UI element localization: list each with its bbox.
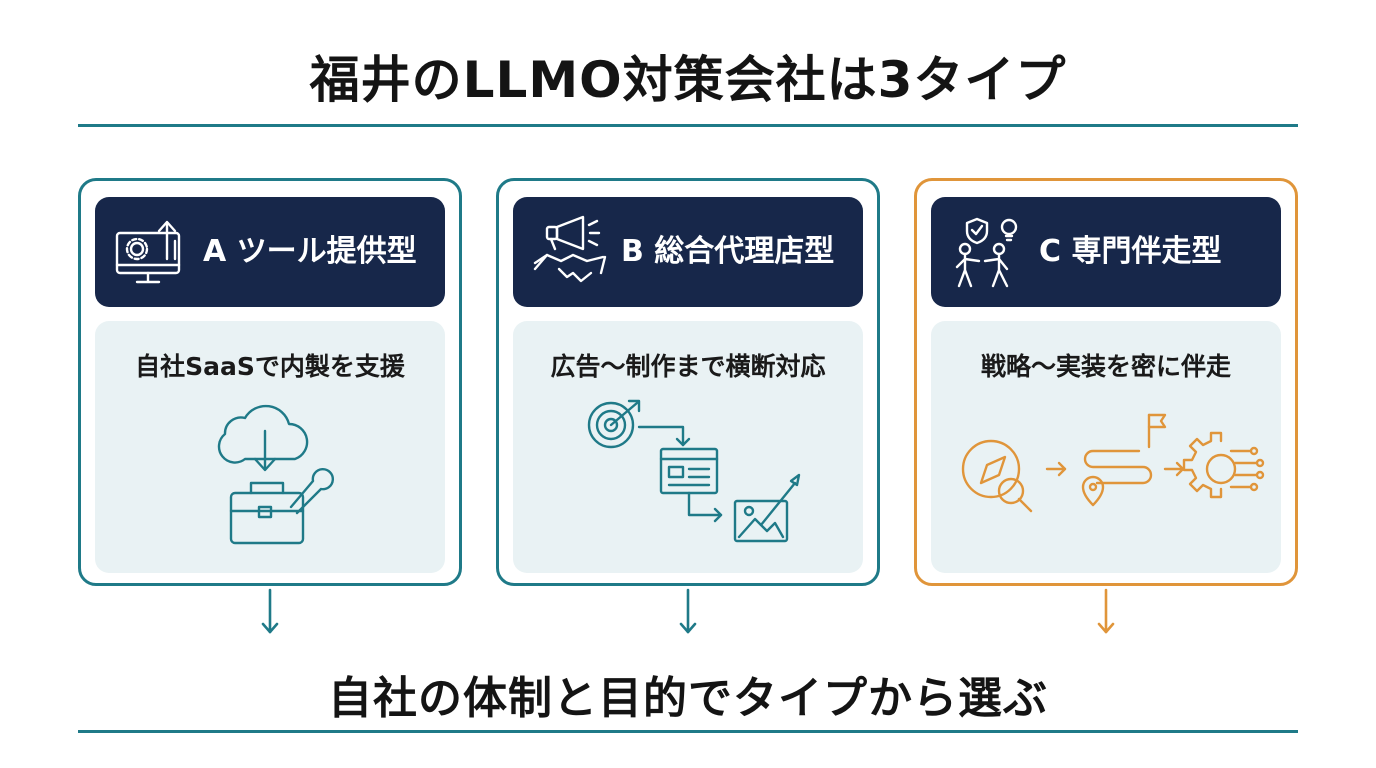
- cloud-download-icon: [217, 404, 309, 472]
- down-arrow-icon: [1097, 588, 1115, 634]
- card-header: C 専門伴走型: [931, 197, 1281, 307]
- page-title: 福井のLLMO対策会社は3タイプ: [309, 51, 1067, 109]
- target-icon: [587, 399, 641, 449]
- card-description: 戦略〜実装を密に伴走: [980, 352, 1231, 381]
- card-full-service-agency: B 総合代理店型 広告〜制作まで横断対応: [496, 178, 880, 586]
- gear-circuit-icon: [1182, 431, 1265, 499]
- tool-illustration: [217, 404, 335, 545]
- card-header: B 総合代理店型: [513, 197, 863, 307]
- webpage-icon: [659, 447, 719, 495]
- card-body: 広告〜制作まで横断対応: [513, 321, 863, 573]
- card-label: B 総合代理店型: [621, 234, 835, 269]
- people-walking-together-icon: [955, 217, 1018, 288]
- card-label: A ツール提供型: [203, 234, 417, 269]
- card-specialist-partner: C 専門伴走型 戦略〜実装を密に伴走: [914, 178, 1298, 586]
- card-body: 戦略〜実装を密に伴走: [931, 321, 1281, 573]
- down-arrow-icon: [261, 588, 279, 634]
- title-divider: [78, 124, 1298, 127]
- card-description: 広告〜制作まで横断対応: [550, 352, 826, 381]
- design-image-icon: [733, 473, 801, 543]
- partner-illustration: [961, 413, 1265, 513]
- card-tool-provider: A ツール提供型 自社SaaSで内製を支援: [78, 178, 462, 586]
- footer-divider: [78, 730, 1298, 733]
- route-flag-icon: [1081, 413, 1167, 507]
- toolbox-wrench-icon: [229, 467, 335, 545]
- monitor-gear-upload-icon: [115, 220, 181, 284]
- card-header: A ツール提供型: [95, 197, 445, 307]
- card-description: 自社SaaSで内製を支援: [135, 352, 405, 381]
- megaphone-handshake-icon: [533, 215, 607, 283]
- card-body: 自社SaaSで内製を支援: [95, 321, 445, 573]
- down-arrow-icon: [679, 588, 697, 634]
- conclusion-text: 自社の体制と目的でタイプから選ぶ: [328, 673, 1048, 724]
- agency-illustration: [587, 399, 801, 543]
- compass-search-icon: [961, 439, 1033, 513]
- card-label: C 専門伴走型: [1039, 234, 1222, 269]
